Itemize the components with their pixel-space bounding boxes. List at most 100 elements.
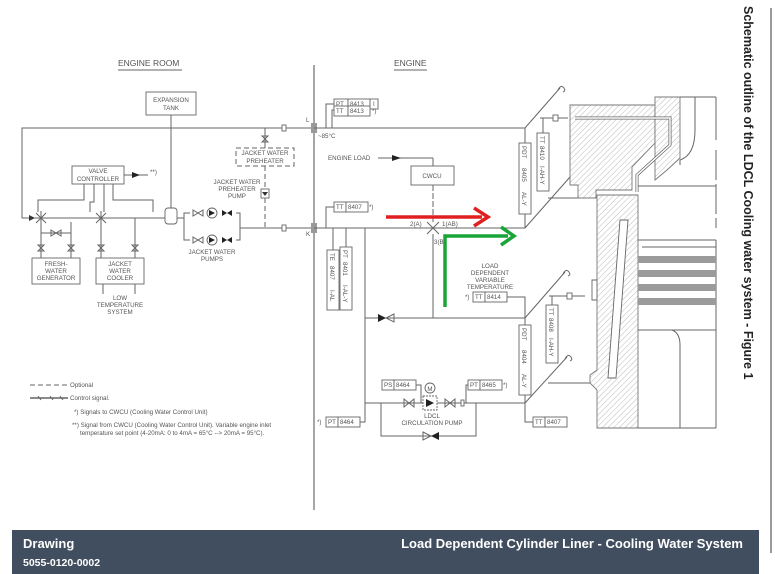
svg-text:LOAD: LOAD [482, 263, 499, 270]
cylinder-liner-section [569, 96, 717, 429]
figure-title: Schematic outline of the LDCL Cooling wa… [737, 6, 755, 406]
svg-text:LDCL: LDCL [424, 413, 440, 420]
instrument-te8407: TE 8407 I-AL [326, 228, 340, 311]
svg-text:TEMPERATURE: TEMPERATURE [97, 302, 143, 309]
jacket-water-pumps: JACKET WATER PUMPS [189, 207, 237, 263]
svg-text:DEPENDENT: DEPENDENT [471, 270, 509, 277]
svg-text:8404: 8404 [520, 350, 527, 364]
fresh-water-generator: FRESH- WATER GENERATOR [31, 222, 81, 285]
instrument-pdt8405: PDT 8405 AL-Y [518, 128, 532, 228]
svg-text:TE: TE [328, 253, 335, 261]
svg-text:COOLER: COOLER [107, 275, 134, 282]
drawing-title: Load Dependent Cylinder Liner - Cooling … [401, 536, 743, 551]
svg-text:FRESH-: FRESH- [44, 261, 67, 268]
svg-text:PT: PT [470, 382, 478, 389]
bypass-line [364, 228, 525, 403]
svg-text:K: K [306, 231, 311, 238]
svg-text:I-AL: I-AL [328, 290, 335, 302]
svg-text:CIRCULATION PUMP: CIRCULATION PUMP [401, 420, 462, 427]
side-divider [770, 8, 772, 553]
svg-text:CONTROLLER: CONTROLLER [77, 176, 120, 183]
svg-text:PT: PT [336, 101, 344, 108]
jacket-water-preheater: JACKET WATER PREHEATER JACKET WATER PREH… [214, 128, 295, 228]
svg-text:PT: PT [328, 419, 336, 426]
svg-text:PT: PT [341, 250, 348, 258]
svg-text:TT: TT [547, 308, 554, 316]
svg-text:*): *) [503, 382, 507, 389]
svg-text:TT: TT [535, 419, 543, 426]
svg-text:TT: TT [336, 204, 344, 211]
red-arrow [386, 206, 492, 228]
svg-text:AL-Y: AL-Y [520, 192, 527, 206]
legend: Optional Control signal. *) Signals to C… [30, 382, 271, 437]
svg-text:JACKET WATER: JACKET WATER [214, 179, 262, 186]
schematic-diagram: ENGINE ROOM ENGINE EXPANSION TANK L ~85°… [21, 58, 717, 510]
engine-heading: ENGINE [394, 58, 427, 68]
svg-text:JACKET WATER: JACKET WATER [189, 249, 237, 256]
svg-text:SYSTEM: SYSTEM [107, 309, 132, 316]
svg-text:LOW: LOW [113, 295, 127, 302]
svg-text:*): *) [369, 204, 373, 211]
svg-text:PDT: PDT [520, 146, 527, 159]
svg-text:8465: 8465 [482, 382, 496, 389]
instrument-ps8464: PS 8464 [381, 379, 422, 403]
section-engine: ENGINE [394, 58, 427, 71]
drawing-label: Drawing [23, 536, 75, 551]
green-arrow [443, 225, 518, 307]
drawing-footer: Drawing 5055-0120-0002 Load Dependent Cy… [12, 530, 759, 574]
svg-text:M: M [427, 386, 432, 393]
svg-text:8413: 8413 [350, 108, 364, 115]
svg-text:TT: TT [475, 294, 483, 301]
instrument-pdt8404: PDT 8404 AL-Y [518, 318, 532, 403]
svg-text:8405: 8405 [520, 168, 527, 182]
expansion-tank: EXPANSION TANK [145, 91, 197, 208]
instrument-pt8413: PT 8413 I [325, 98, 379, 128]
figure-title-text: Schematic outline of the LDCL Cooling wa… [741, 6, 755, 380]
svg-text:8410: 8410 [538, 146, 545, 160]
three-way-valve: 2(A) 1(AB) 3(B) [410, 221, 525, 318]
svg-text:I-AH-Y: I-AH-Y [538, 166, 545, 185]
svg-text:I-AL-Y: I-AL-Y [341, 285, 348, 303]
instrument-tt8408: TT 8408 I-AH-Y [545, 296, 559, 364]
ldcl-pump-loop: M LDCL CIRCULATION PUMP [365, 382, 525, 441]
svg-text:VARIABLE: VARIABLE [475, 277, 505, 284]
legend-control-signal: Control signal. [70, 395, 110, 402]
svg-text:8414: 8414 [487, 294, 501, 301]
svg-text:8413: 8413 [350, 101, 364, 108]
svg-text:CWCU: CWCU [422, 173, 441, 180]
return-line-L: L ~85°C [21, 117, 525, 221]
valve-controller: VALVE CONTROLLER **) [37, 165, 157, 212]
svg-text:JACKET: JACKET [108, 261, 132, 268]
svg-text:PUMP: PUMP [228, 193, 246, 200]
pump-1 [192, 207, 232, 219]
svg-text:L: L [306, 117, 310, 124]
svg-text:8407: 8407 [547, 419, 561, 426]
cwcu-unit: ENGINE LOAD CWCU [328, 155, 455, 222]
svg-text:TT: TT [336, 108, 344, 115]
svg-text:GENERATOR: GENERATOR [37, 275, 76, 282]
engine-room-heading: ENGINE ROOM [118, 58, 179, 68]
svg-text:8408: 8408 [547, 318, 554, 332]
legend-note-2a: **) Signal from CWCU (Cooling Water Cont… [72, 422, 271, 429]
pump-2 [192, 234, 232, 246]
instrument-tt8413: TT 8413 *) [331, 105, 376, 128]
svg-text:PS: PS [384, 382, 392, 389]
svg-text:8407: 8407 [348, 204, 362, 211]
svg-text:ENGINE LOAD: ENGINE LOAD [328, 155, 371, 162]
instrument-tt8410: TT 8410 I-AH-Y [536, 118, 550, 192]
jacket-water-cooler: JACKET WATER COOLER LOW TEMPERATURE SYST… [95, 218, 145, 316]
svg-text:8401: 8401 [341, 262, 348, 276]
svg-text:PDT: PDT [520, 328, 527, 341]
svg-text:*): *) [317, 419, 321, 426]
svg-text:WATER: WATER [45, 268, 67, 275]
instrument-pt8465: PT 8465 *) [465, 379, 507, 403]
svg-text:PUMPS: PUMPS [201, 256, 223, 263]
section-engine-room: ENGINE ROOM [118, 58, 182, 71]
svg-text:TT: TT [538, 136, 545, 144]
svg-text:*): *) [372, 108, 376, 115]
svg-text:PREHEATER: PREHEATER [218, 186, 256, 193]
instrument-pt8464: *) PT 8464 [317, 403, 366, 428]
svg-text:TEMPERATURE: TEMPERATURE [467, 284, 513, 291]
svg-text:*): *) [465, 294, 469, 301]
svg-text:TANK: TANK [163, 105, 180, 112]
